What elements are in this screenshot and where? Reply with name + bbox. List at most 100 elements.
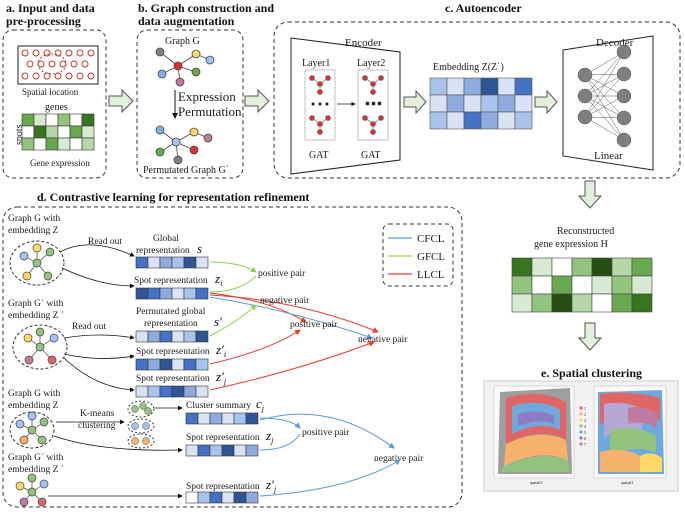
panel-a-box xyxy=(2,29,107,179)
gfcl-pos-arrow-1 xyxy=(209,261,257,273)
spot-rep-zi-label: Spot representation xyxy=(134,276,208,286)
spot-rep-zj-label: Spot representation xyxy=(186,433,260,443)
panel-b-title-1: b. Graph construction and xyxy=(138,1,274,15)
graph4-nodes xyxy=(15,473,49,507)
cfcl-pos-arrow-b xyxy=(259,433,301,451)
zi-symbol: zi xyxy=(214,271,222,288)
decoder-network xyxy=(577,44,632,148)
graph2-label-1: Graph G´ with xyxy=(8,298,64,309)
panel-a: a. Input and data pre-processing Spatial… xyxy=(2,1,107,179)
graph4-label-2: embedding Z ´ xyxy=(8,464,64,475)
embedding-label: Embedding Z(Z´) xyxy=(433,62,504,73)
spot1-arrow xyxy=(61,267,135,289)
embedding-matrix xyxy=(429,77,533,130)
global-rep-label-2: representation xyxy=(136,246,190,256)
spot-zpi-vector xyxy=(135,358,209,371)
panel-b-box xyxy=(136,29,244,179)
graph3-label-2: embedding Z xyxy=(8,401,59,411)
cluster-groups xyxy=(127,400,155,449)
llcl-arrow-1 xyxy=(209,292,307,323)
graph2-nodes xyxy=(23,327,59,365)
cfcl-arrow-1 xyxy=(209,296,373,340)
recon-title-1: Reconstructed xyxy=(557,226,614,237)
perm-global-label-2: representation xyxy=(144,319,198,329)
reconstructed-matrix xyxy=(511,257,653,313)
panel-a-title-2: pre-processing xyxy=(6,14,81,28)
graph1-label-1: Graph G with xyxy=(8,214,60,224)
svg-text:1: 1 xyxy=(584,406,586,411)
llcl-arrow-2 xyxy=(209,294,379,333)
svg-text:7: 7 xyxy=(584,442,586,447)
svg-text:6: 6 xyxy=(584,436,586,441)
readout1-label: Read out xyxy=(88,237,122,247)
graph3-boundary xyxy=(9,411,55,449)
legend-gfcl: GFCL xyxy=(417,251,445,263)
zpi-symbol: z′i xyxy=(215,342,226,359)
legend-cfcl: CFCL xyxy=(417,233,445,245)
gene-expression-label: Gene expression xyxy=(30,158,90,168)
cluster-summary-vector xyxy=(185,412,259,425)
graph3-label-1: Graph G with xyxy=(8,389,60,399)
svg-text:4: 4 xyxy=(584,424,586,429)
encoder-label: Encoder xyxy=(345,37,382,49)
cfcl-neg-arrow-2 xyxy=(259,459,401,497)
arrow-embedding-to-decoder xyxy=(534,89,558,115)
global-rep-label-1: Global xyxy=(153,234,179,244)
global-rep-symbol: s xyxy=(197,241,202,256)
llcl-arrow-4 xyxy=(209,340,375,391)
arrow-a-to-b xyxy=(108,88,134,114)
spot-rep-zpj-label: Spot representation xyxy=(136,374,210,384)
layer2-label: Layer2 xyxy=(357,58,385,69)
negative-pair-3: negative pair xyxy=(374,454,424,464)
panel-b: b. Graph construction and data augmentat… xyxy=(136,1,274,179)
graph2-boundary xyxy=(12,324,68,370)
cj-symbol: cj xyxy=(256,396,265,413)
cluster-summary-label: Cluster summary xyxy=(186,401,251,411)
negative-pair-1: negative pair xyxy=(260,296,310,306)
arrow-c-to-recon xyxy=(577,180,603,209)
svg-text:5: 5 xyxy=(584,430,586,435)
gat1-label: GAT xyxy=(309,150,328,161)
genes-label: genes xyxy=(45,102,68,113)
legend-llcl: LLCL xyxy=(417,269,445,281)
gene-expression-matrix xyxy=(21,113,95,151)
zpj2-symbol: z′j xyxy=(265,477,277,494)
loss-legend-box xyxy=(382,223,454,287)
svg-text:2: 2 xyxy=(584,412,586,417)
gfcl-pos-arrow-1b xyxy=(209,275,257,293)
negative-pair-2: negative pair xyxy=(358,335,408,345)
graph-g-prime xyxy=(155,125,213,165)
panel-b-title-2: data augmentation xyxy=(138,14,235,28)
spatial-location-label: Spatial location xyxy=(22,87,79,97)
linear-label: Linear xyxy=(594,150,623,162)
positive-pair-3: positive pair xyxy=(302,428,350,438)
graph3-nodes xyxy=(15,411,49,445)
spot-zpj-vector xyxy=(135,385,209,398)
expression-label: Expression xyxy=(178,89,236,104)
panel-e-title: e. Spatial clustering xyxy=(541,366,642,380)
spatial-location-box xyxy=(17,45,99,85)
graph4-label-1: Graph G´ with xyxy=(8,452,64,463)
reconstructed-panel: Reconstructed gene expression H xyxy=(511,226,653,351)
panel-c: c. Autoencoder Encoder Layer1 Layer2 GAT… xyxy=(273,1,681,179)
svg-text:3: 3 xyxy=(584,418,586,423)
readout2-arrow xyxy=(63,334,135,340)
global-rep-vector xyxy=(135,256,209,269)
graph1-label-2: embedding Z xyxy=(8,226,59,236)
recon-title-2: gene expression H xyxy=(534,239,608,250)
panel-d-title: d. Contrastive learning for representati… xyxy=(37,190,309,204)
panel-d-box xyxy=(2,206,463,508)
zpj-symbol: z′j xyxy=(215,369,227,386)
permutation-label: Permutation xyxy=(178,104,242,119)
graph-g-label: Graph G xyxy=(165,36,200,47)
gfcl-neg-arrow xyxy=(209,304,257,337)
graph1-nodes xyxy=(19,243,55,281)
zj-symbol: zj xyxy=(265,428,274,445)
arrow-b-to-c xyxy=(244,88,270,114)
kmeans-label-1: K-means xyxy=(80,409,115,419)
left-plot-xlabel: spatial1 xyxy=(530,480,542,485)
spots-label: spots xyxy=(14,124,25,145)
spatial-spots xyxy=(21,49,95,80)
layer1-graphs xyxy=(309,75,331,135)
